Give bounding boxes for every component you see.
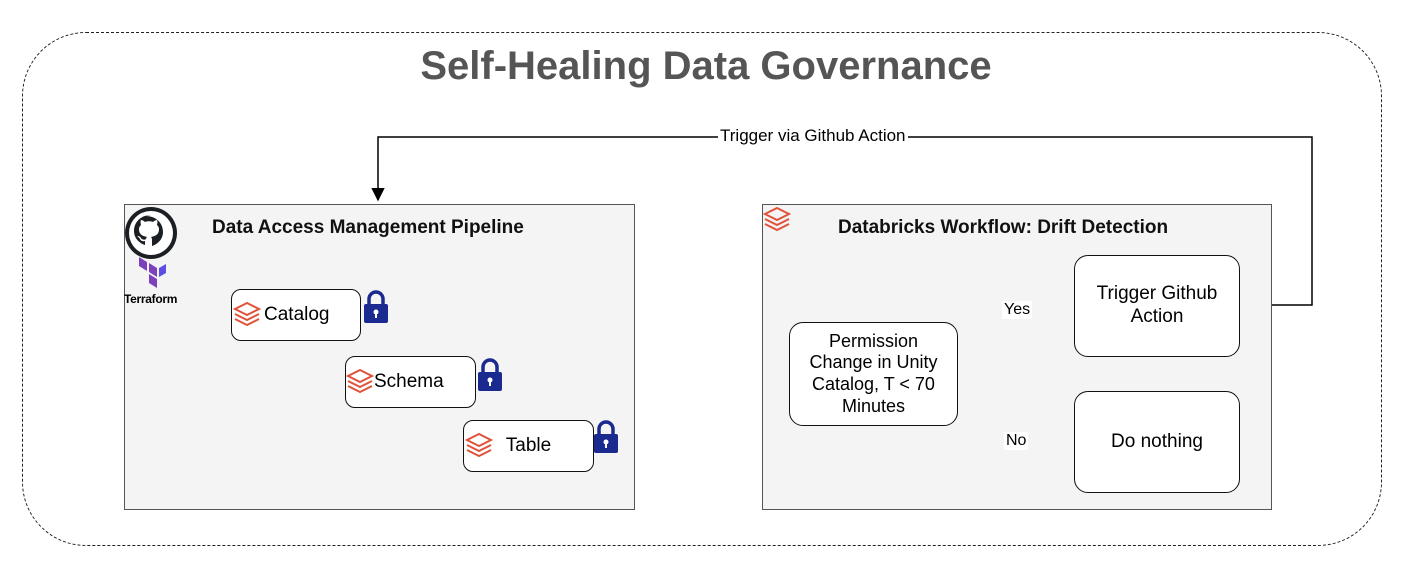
table-node: Table bbox=[463, 420, 594, 472]
databricks-catalog-icon bbox=[233, 301, 261, 327]
outer-boundary bbox=[22, 32, 1382, 546]
databricks-schema-icon bbox=[346, 368, 374, 394]
page-title: Self-Healing Data Governance bbox=[420, 44, 992, 88]
table-lock-icon bbox=[594, 420, 618, 453]
schema-lock-icon bbox=[478, 358, 502, 391]
condition-node-label: Permission Change in Unity Catalog, T < … bbox=[809, 330, 938, 416]
condition-node: Permission Change in Unity Catalog, T < … bbox=[789, 322, 958, 426]
databricks-workflow-icon bbox=[763, 206, 791, 232]
schema-node: Schema bbox=[345, 356, 476, 408]
feedback-connector bbox=[371, 136, 1313, 306]
do-nothing-node: Do nothing bbox=[1074, 391, 1240, 493]
trigger-action-node-label: Trigger Github Action bbox=[1096, 283, 1218, 327]
catalog-node: Catalog bbox=[231, 289, 361, 341]
github-icon bbox=[125, 207, 177, 259]
trigger-action-node: Trigger Github Action bbox=[1074, 255, 1240, 357]
trigger-label: Trigger via Github Action bbox=[718, 126, 908, 146]
table-node-label: Table bbox=[505, 434, 552, 456]
terraform-icon bbox=[139, 257, 166, 288]
catalog-node-label: Catalog bbox=[264, 303, 330, 325]
catalog-lock-icon bbox=[364, 290, 388, 323]
workflow-panel-title: Databricks Workflow: Drift Detection bbox=[838, 217, 1169, 238]
terraform-label: Terraform bbox=[124, 292, 178, 306]
pipeline-panel-title: Data Access Management Pipeline bbox=[212, 217, 524, 238]
no-label: No bbox=[1004, 432, 1029, 450]
databricks-table-icon bbox=[465, 432, 493, 458]
schema-node-label: Schema bbox=[374, 370, 444, 392]
yes-label: Yes bbox=[1002, 301, 1033, 319]
do-nothing-node-label: Do nothing bbox=[1111, 430, 1203, 452]
